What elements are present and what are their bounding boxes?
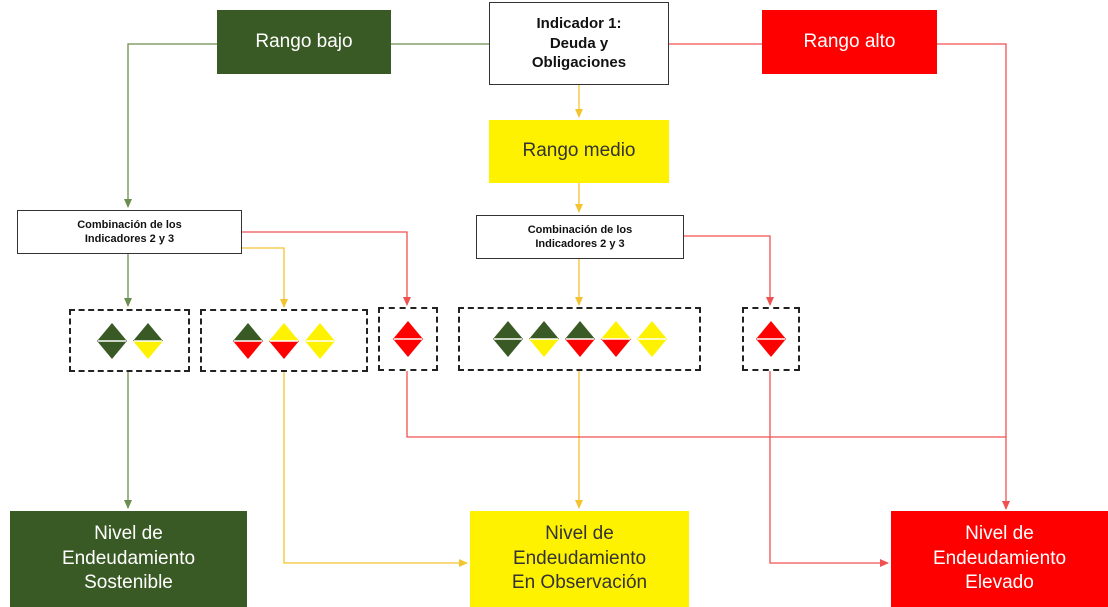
diamond-top-half <box>636 321 667 339</box>
diamond-bottom-half <box>492 339 523 357</box>
diamond-indicator-icon-red-red <box>393 321 423 357</box>
diamond-indicator-icon-green-green <box>96 322 127 359</box>
diamond-top-half <box>305 322 335 341</box>
diamond-bottom-half <box>636 339 667 357</box>
diamond-top-half <box>564 321 595 339</box>
connector-combo-group3 <box>242 231 411 306</box>
outcome-observation-line-1: Nivel de <box>545 522 614 544</box>
combination-box-left: Combinación de los Indicadores 2 y 3 <box>17 210 242 254</box>
diamond-bottom-half <box>233 340 263 359</box>
diamond-indicator-icon-green-green <box>492 321 523 357</box>
combination-middle-line-2: Indicadores 2 y 3 <box>535 238 625 250</box>
outcome-observation-line-3: En Observación <box>511 572 648 594</box>
diamond-bottom-half <box>393 339 423 357</box>
indicator-1-line-1: Indicador 1: <box>536 15 622 33</box>
diamond-indicator-icon-green-red <box>233 322 263 359</box>
range-medium-label: Rango medio <box>522 140 636 162</box>
outcome-sustainable-line-3: Sostenible <box>84 572 173 594</box>
indicator-1-line-2: Deuda y <box>549 34 609 52</box>
outcome-sustainable-line-2: Endeudamiento <box>61 547 196 569</box>
range-high-label: Rango alto <box>803 30 896 52</box>
range-high-box: Rango alto <box>762 10 937 74</box>
outcome-sustainable-line-1: Nivel de <box>94 522 163 544</box>
diamond-top-half <box>492 321 523 339</box>
diamond-top-half <box>96 322 127 341</box>
connector-group3-elevated <box>406 371 1006 438</box>
diamond-bottom-half <box>96 340 127 359</box>
range-low-box: Rango bajo <box>217 10 391 74</box>
diamond-indicator-icon-yellow-yellow <box>636 321 667 357</box>
outcome-sustainable-box: Nivel de Endeudamiento Sostenible <box>10 511 247 607</box>
connector-combo-group2 <box>242 247 288 308</box>
diamond-top-half <box>233 322 263 341</box>
diamond-top-half <box>756 321 786 339</box>
diamond-top-half <box>528 321 559 339</box>
diamond-bottom-half <box>564 339 595 357</box>
indicator-group-4 <box>458 307 701 371</box>
connector-high-elevated <box>937 43 1010 510</box>
diamond-bottom-half <box>305 340 335 359</box>
diamond-bottom-half <box>269 340 299 359</box>
diamond-indicator-icon-green-red <box>564 321 595 357</box>
diamond-bottom-half <box>132 340 163 359</box>
outcome-observation-line-2: Endeudamiento <box>512 547 647 569</box>
diamond-indicator-icon-yellow-red <box>600 321 631 357</box>
diamond-indicator-icon-yellow-red <box>269 322 299 359</box>
diamond-bottom-half <box>756 339 786 357</box>
range-low-label: Rango bajo <box>255 30 353 52</box>
connector-group2-observation <box>283 372 468 567</box>
indicator-1-line-3: Obligaciones <box>531 54 627 72</box>
combination-left-line-1: Combinación de los <box>77 218 182 231</box>
diamond-bottom-half <box>528 339 559 357</box>
indicator-group-5 <box>742 307 800 371</box>
diamond-top-half <box>132 322 163 341</box>
outcome-elevated-line-2: Endeudamiento <box>932 547 1067 569</box>
outcome-elevated-line-3: Elevado <box>965 572 1034 594</box>
diamond-indicator-icon-green-yellow <box>132 322 163 359</box>
diamond-indicator-icon-red-red <box>756 321 786 357</box>
indicator-1-box: Indicador 1: Deuda y Obligaciones <box>489 2 669 85</box>
diamond-bottom-half <box>600 339 631 357</box>
connector-combo-group5 <box>684 235 774 306</box>
indicator-group-3 <box>378 307 438 371</box>
combination-left-line-2: Indicadores 2 y 3 <box>84 233 175 245</box>
outcome-elevated-box: Nivel de Endeudamiento Elevado <box>891 511 1108 607</box>
indicator-group-2 <box>200 309 368 372</box>
diamond-top-half <box>393 321 423 339</box>
diamond-indicator-icon-yellow-yellow <box>305 322 335 359</box>
connector-low-combo <box>124 43 217 208</box>
combination-middle-line-1: Combinación de los <box>527 223 633 236</box>
diamond-top-half <box>269 322 299 341</box>
outcome-elevated-line-1: Nivel de <box>965 522 1034 544</box>
diamond-indicator-icon-green-yellow <box>528 321 559 357</box>
outcome-observation-box: Nivel de Endeudamiento En Observación <box>470 511 689 607</box>
range-medium-box: Rango medio <box>489 120 669 183</box>
indicator-group-1 <box>69 309 190 372</box>
connector-group5-elevated <box>769 371 889 567</box>
diamond-top-half <box>600 321 631 339</box>
combination-box-middle: Combinación de los Indicadores 2 y 3 <box>476 215 684 259</box>
